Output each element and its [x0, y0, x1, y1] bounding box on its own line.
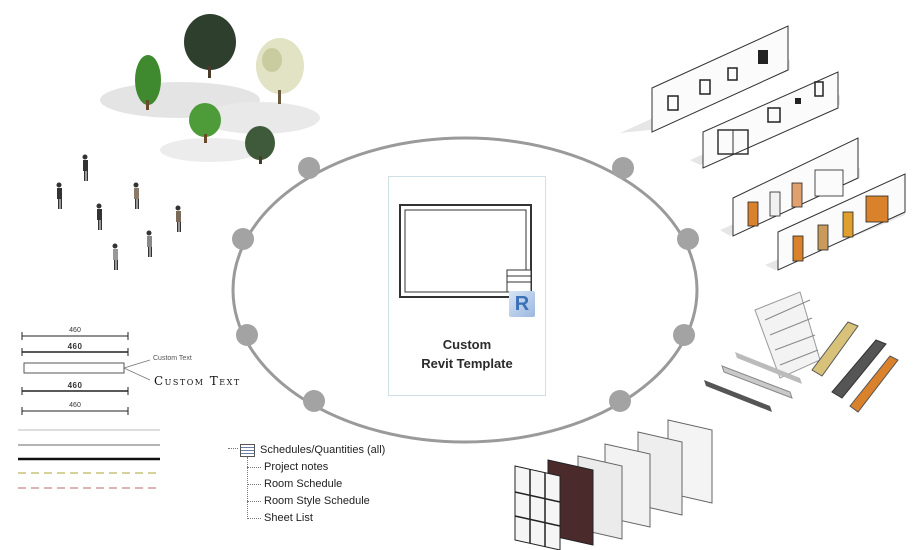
tree-branch — [247, 484, 261, 485]
small-dark-tree-icon — [245, 126, 275, 160]
tree-branch — [247, 501, 261, 502]
tree-item-project-notes[interactable]: Project notes — [264, 461, 329, 473]
title-block-icon — [399, 204, 532, 298]
dimension-annotations — [21, 332, 151, 415]
tree-connector — [247, 457, 248, 519]
custom-text-large: Custom Text — [154, 374, 241, 388]
ring-node-mid-right-upper — [677, 228, 699, 250]
people-illustration — [56, 154, 181, 270]
card-title-line-1: Custom — [442, 337, 492, 352]
ring-node-mid-right-lower — [673, 324, 695, 346]
tree-item-sheet-list[interactable]: Sheet List — [264, 512, 313, 524]
dimension-value-1: 460 — [69, 327, 81, 334]
trees-illustration — [100, 14, 320, 164]
stairs-illustration — [704, 291, 899, 413]
doors-illustration — [720, 137, 906, 271]
browser-tree: Schedules/Quantities (all) Project notes… — [228, 442, 428, 532]
tree-root-schedules[interactable]: Schedules/Quantities (all) — [260, 444, 386, 456]
ring-node-top-left — [298, 157, 320, 179]
ring-node-bottom-left — [303, 390, 325, 412]
template-ring — [231, 136, 699, 444]
line-styles — [18, 429, 160, 489]
ring-node-mid-left-lower — [236, 324, 258, 346]
dimension-value-3: 460 — [67, 381, 83, 390]
schedule-table-icon — [240, 444, 255, 457]
windows-illustration — [620, 25, 840, 169]
custom-template-card: R Custom Revit Template — [388, 176, 546, 396]
ring-node-top-right — [612, 157, 634, 179]
wall-types-illustration — [514, 419, 713, 550]
conifer-tree-icon — [135, 55, 161, 105]
revit-logo-icon: R — [509, 291, 535, 317]
ring-node-mid-left-upper — [232, 228, 254, 250]
tree-item-room-schedule[interactable]: Room Schedule — [264, 478, 343, 490]
ring-node-bottom-right — [609, 390, 631, 412]
tree-item-room-style-schedule[interactable]: Room Style Schedule — [264, 495, 370, 507]
dimension-value-4: 460 — [69, 402, 81, 409]
card-title-line-2: Revit Template — [421, 356, 513, 371]
tree-branch — [247, 518, 261, 519]
revit-logo-letter: R — [514, 293, 530, 315]
green-tree-icon — [189, 103, 221, 137]
tree-expand-dots — [228, 448, 238, 449]
custom-text-small: Custom Text — [153, 355, 192, 362]
dark-tree-icon — [184, 14, 236, 70]
tree-branch — [247, 467, 261, 468]
dimension-value-2: 460 — [67, 342, 83, 351]
